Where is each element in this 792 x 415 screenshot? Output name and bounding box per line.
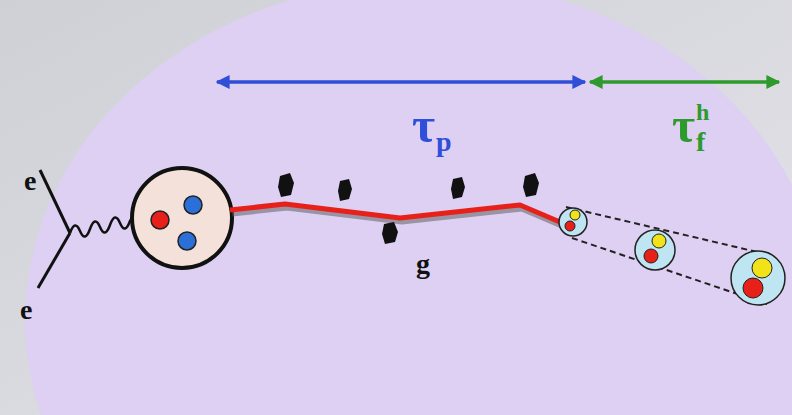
time-subscript: p [436, 128, 452, 156]
time-subscript: f [696, 128, 705, 156]
time-symbol: τ [672, 100, 695, 150]
time-symbol: τ [412, 100, 435, 150]
particle-label: g [416, 250, 430, 278]
time-superscript: h [696, 100, 709, 124]
particle-label: e [20, 296, 32, 324]
particle-label: e [24, 167, 36, 195]
